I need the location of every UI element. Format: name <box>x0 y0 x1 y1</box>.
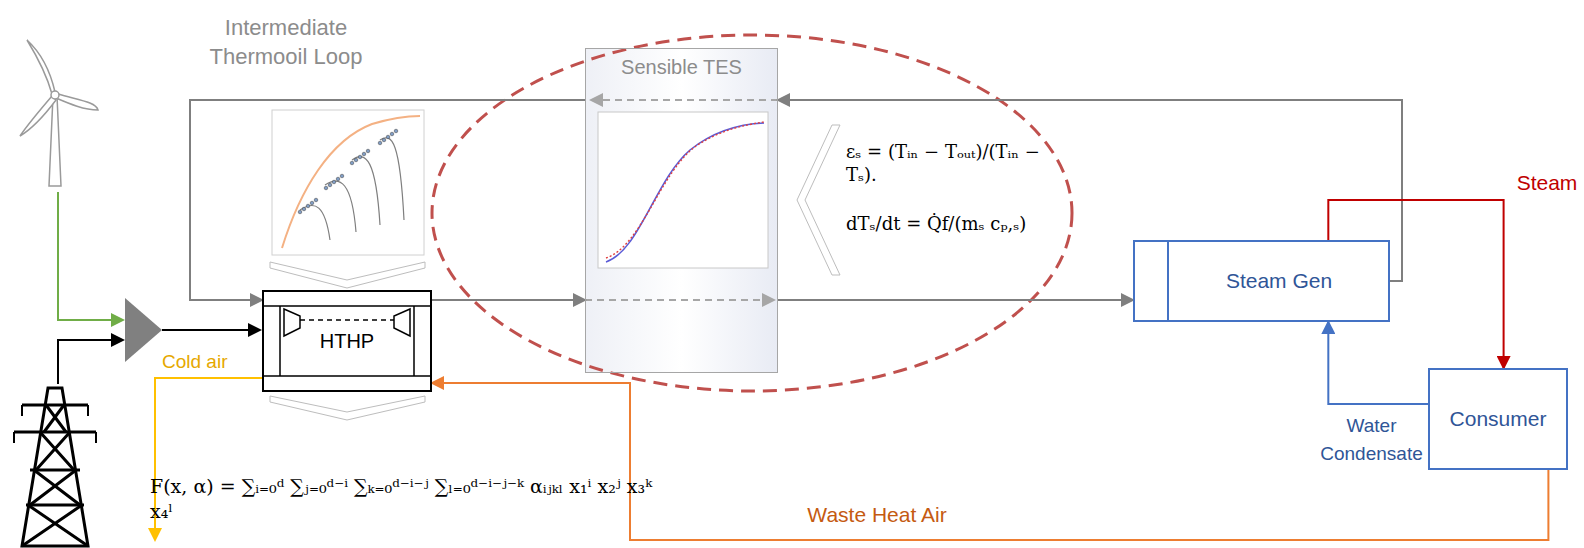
storage-flow-dashed <box>585 299 774 301</box>
heat-pump-chart <box>282 116 420 248</box>
storage-chart <box>606 123 764 262</box>
transmission-tower <box>22 388 88 546</box>
chart-dot <box>336 177 340 181</box>
heat-pump-chart <box>298 129 398 214</box>
storage-chart <box>606 122 764 258</box>
chart-dot <box>394 129 398 133</box>
condensate-line <box>1328 322 1428 404</box>
chart-dot <box>328 183 332 187</box>
waste-heat-line <box>432 383 1548 540</box>
storage-chart <box>598 112 768 268</box>
chevron <box>797 125 840 275</box>
flow-label: Cold air <box>162 350 252 375</box>
chart-dot <box>302 207 306 211</box>
heat-pump-box: HTHP <box>262 290 432 392</box>
storage-flow-dashed <box>591 99 778 101</box>
wind-turbine <box>51 91 59 99</box>
chart-dot <box>366 149 370 153</box>
thermooil-flow <box>778 299 1133 301</box>
chevron <box>270 396 425 420</box>
heat-pump-detail <box>262 306 432 376</box>
chevron <box>270 262 425 288</box>
loop-label: Intermediate Thermooil Loop <box>198 14 374 71</box>
consumer-box: Consumer <box>1428 368 1568 470</box>
steam-generator-box: Steam Gen <box>1133 240 1390 322</box>
chart-dot <box>324 186 328 190</box>
chart-dot <box>362 152 366 156</box>
grid-power-line <box>58 340 123 384</box>
chart-dot <box>310 201 314 205</box>
wind-turbine <box>56 94 98 110</box>
storage-chart <box>598 112 768 268</box>
chart-dot <box>390 132 394 136</box>
wind-turbine <box>49 96 61 186</box>
wind-turbine <box>20 40 98 186</box>
chart-dot <box>378 141 382 145</box>
transmission-tower <box>22 405 88 546</box>
transmission-tower <box>14 405 96 505</box>
flow-label: Waste Heat Air <box>790 500 964 530</box>
power-line <box>162 329 260 331</box>
heat-pump-detail <box>300 319 394 321</box>
chart-dot <box>314 198 318 202</box>
node-label: HTHP <box>320 329 374 353</box>
node-label: Consumer <box>1450 406 1547 431</box>
chart-dot <box>350 161 354 165</box>
chart-dot <box>354 158 358 162</box>
highlight-ellipse <box>432 35 1072 391</box>
thermooil-return <box>190 100 585 300</box>
thermooil-flow <box>432 299 585 301</box>
heat-pump-chart <box>300 138 404 240</box>
steam-line <box>1328 200 1503 368</box>
power-mixer-triangle <box>125 298 162 362</box>
wind-turbine <box>27 40 55 94</box>
chart-dot <box>358 155 362 159</box>
chart-dot <box>306 204 310 208</box>
wind-turbine <box>20 96 56 136</box>
storage-fill <box>585 48 778 373</box>
chart-dot <box>386 135 390 139</box>
chart-dot <box>298 210 302 214</box>
heat-pump-detail <box>394 309 410 336</box>
transmission-tower <box>14 388 96 546</box>
node-label: Steam Gen <box>1226 268 1332 293</box>
equation: εₛ = (Tᵢₙ − Tₒᵤₜ)/(Tᵢₙ − Tₛ). <box>846 140 1056 187</box>
storage-box: Sensible TES <box>585 48 778 373</box>
node-label: Sensible TES <box>621 55 742 79</box>
equation: dTₛ/dt = Q̇f/(mₛ cₚ,ₛ) <box>846 212 1056 235</box>
heat-pump-detail <box>284 309 300 336</box>
steam-generator-divider <box>1167 240 1169 322</box>
equation: F(x, α) = ∑ᵢ₌₀ᵈ ∑ⱼ₌₀ᵈ⁻ⁱ ∑ₖ₌₀ᵈ⁻ⁱ⁻ʲ ∑ₗ₌₀ᵈ⁻… <box>150 474 670 523</box>
heat-pump-chart <box>272 110 424 255</box>
wind-power-line <box>58 192 123 320</box>
chart-dot <box>340 174 344 178</box>
transmission-tower <box>14 405 96 443</box>
heat-pump-detail <box>262 306 432 376</box>
chart-dot <box>332 180 336 184</box>
flow-label: Water Condensate <box>1313 412 1430 467</box>
flow-label: Steam <box>1511 168 1583 198</box>
chart-dot <box>382 138 386 142</box>
heat-pump-chart <box>272 110 424 255</box>
thermooil-return <box>778 100 1402 281</box>
